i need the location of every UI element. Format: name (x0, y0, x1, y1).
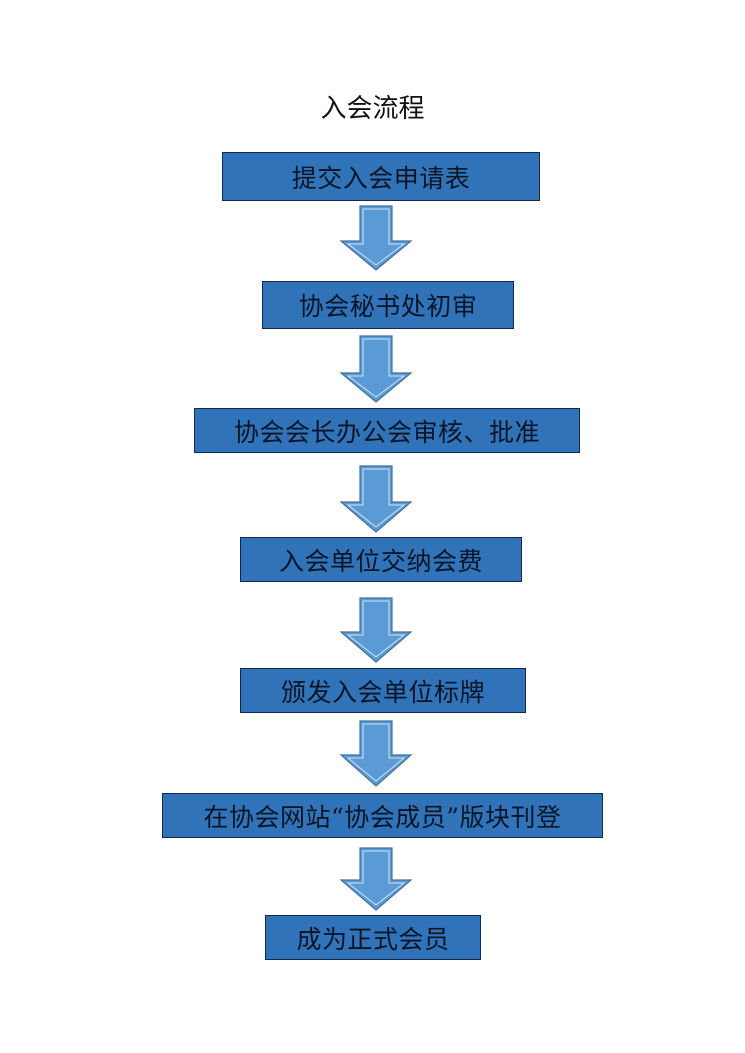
step-secretariat-review: 协会秘书处初审 (262, 281, 514, 329)
step-label: 成为正式会员 (296, 924, 450, 954)
down-arrow-icon (339, 205, 413, 271)
step-label: 协会秘书处初审 (298, 292, 478, 321)
down-arrow-highlight (346, 468, 406, 528)
step-label: 入会单位交纳会费 (278, 546, 483, 576)
down-arrow-highlight (346, 850, 406, 906)
flowchart-title: 入会流程 (320, 94, 425, 124)
down-arrow-icon (339, 847, 413, 911)
step-issue-plaque: 颁发入会单位标牌 (240, 668, 526, 713)
step-pay-fees: 入会单位交纳会费 (240, 537, 522, 582)
step-become-member: 成为正式会员 (265, 915, 481, 960)
step-label: 提交入会申请表 (291, 163, 471, 193)
down-arrow-highlight (346, 338, 406, 398)
step-label: 在协会网站“协会成员”版块刊登 (203, 802, 562, 832)
step-president-approval: 协会会长办公会审核、批准 (194, 408, 580, 453)
down-arrow-highlight (346, 723, 406, 782)
step-label: 颁发入会单位标牌 (280, 677, 485, 707)
down-arrow-icon (339, 465, 413, 533)
down-arrow-highlight (346, 600, 406, 658)
down-arrow-icon (339, 335, 413, 403)
step-label: 协会会长办公会审核、批准 (233, 417, 540, 447)
down-arrow-icon (339, 720, 413, 787)
step-submit-application: 提交入会申请表 (222, 152, 540, 201)
down-arrow-icon (339, 597, 413, 663)
down-arrow-highlight (346, 208, 406, 266)
step-publish-website: 在协会网站“协会成员”版块刊登 (162, 793, 603, 838)
